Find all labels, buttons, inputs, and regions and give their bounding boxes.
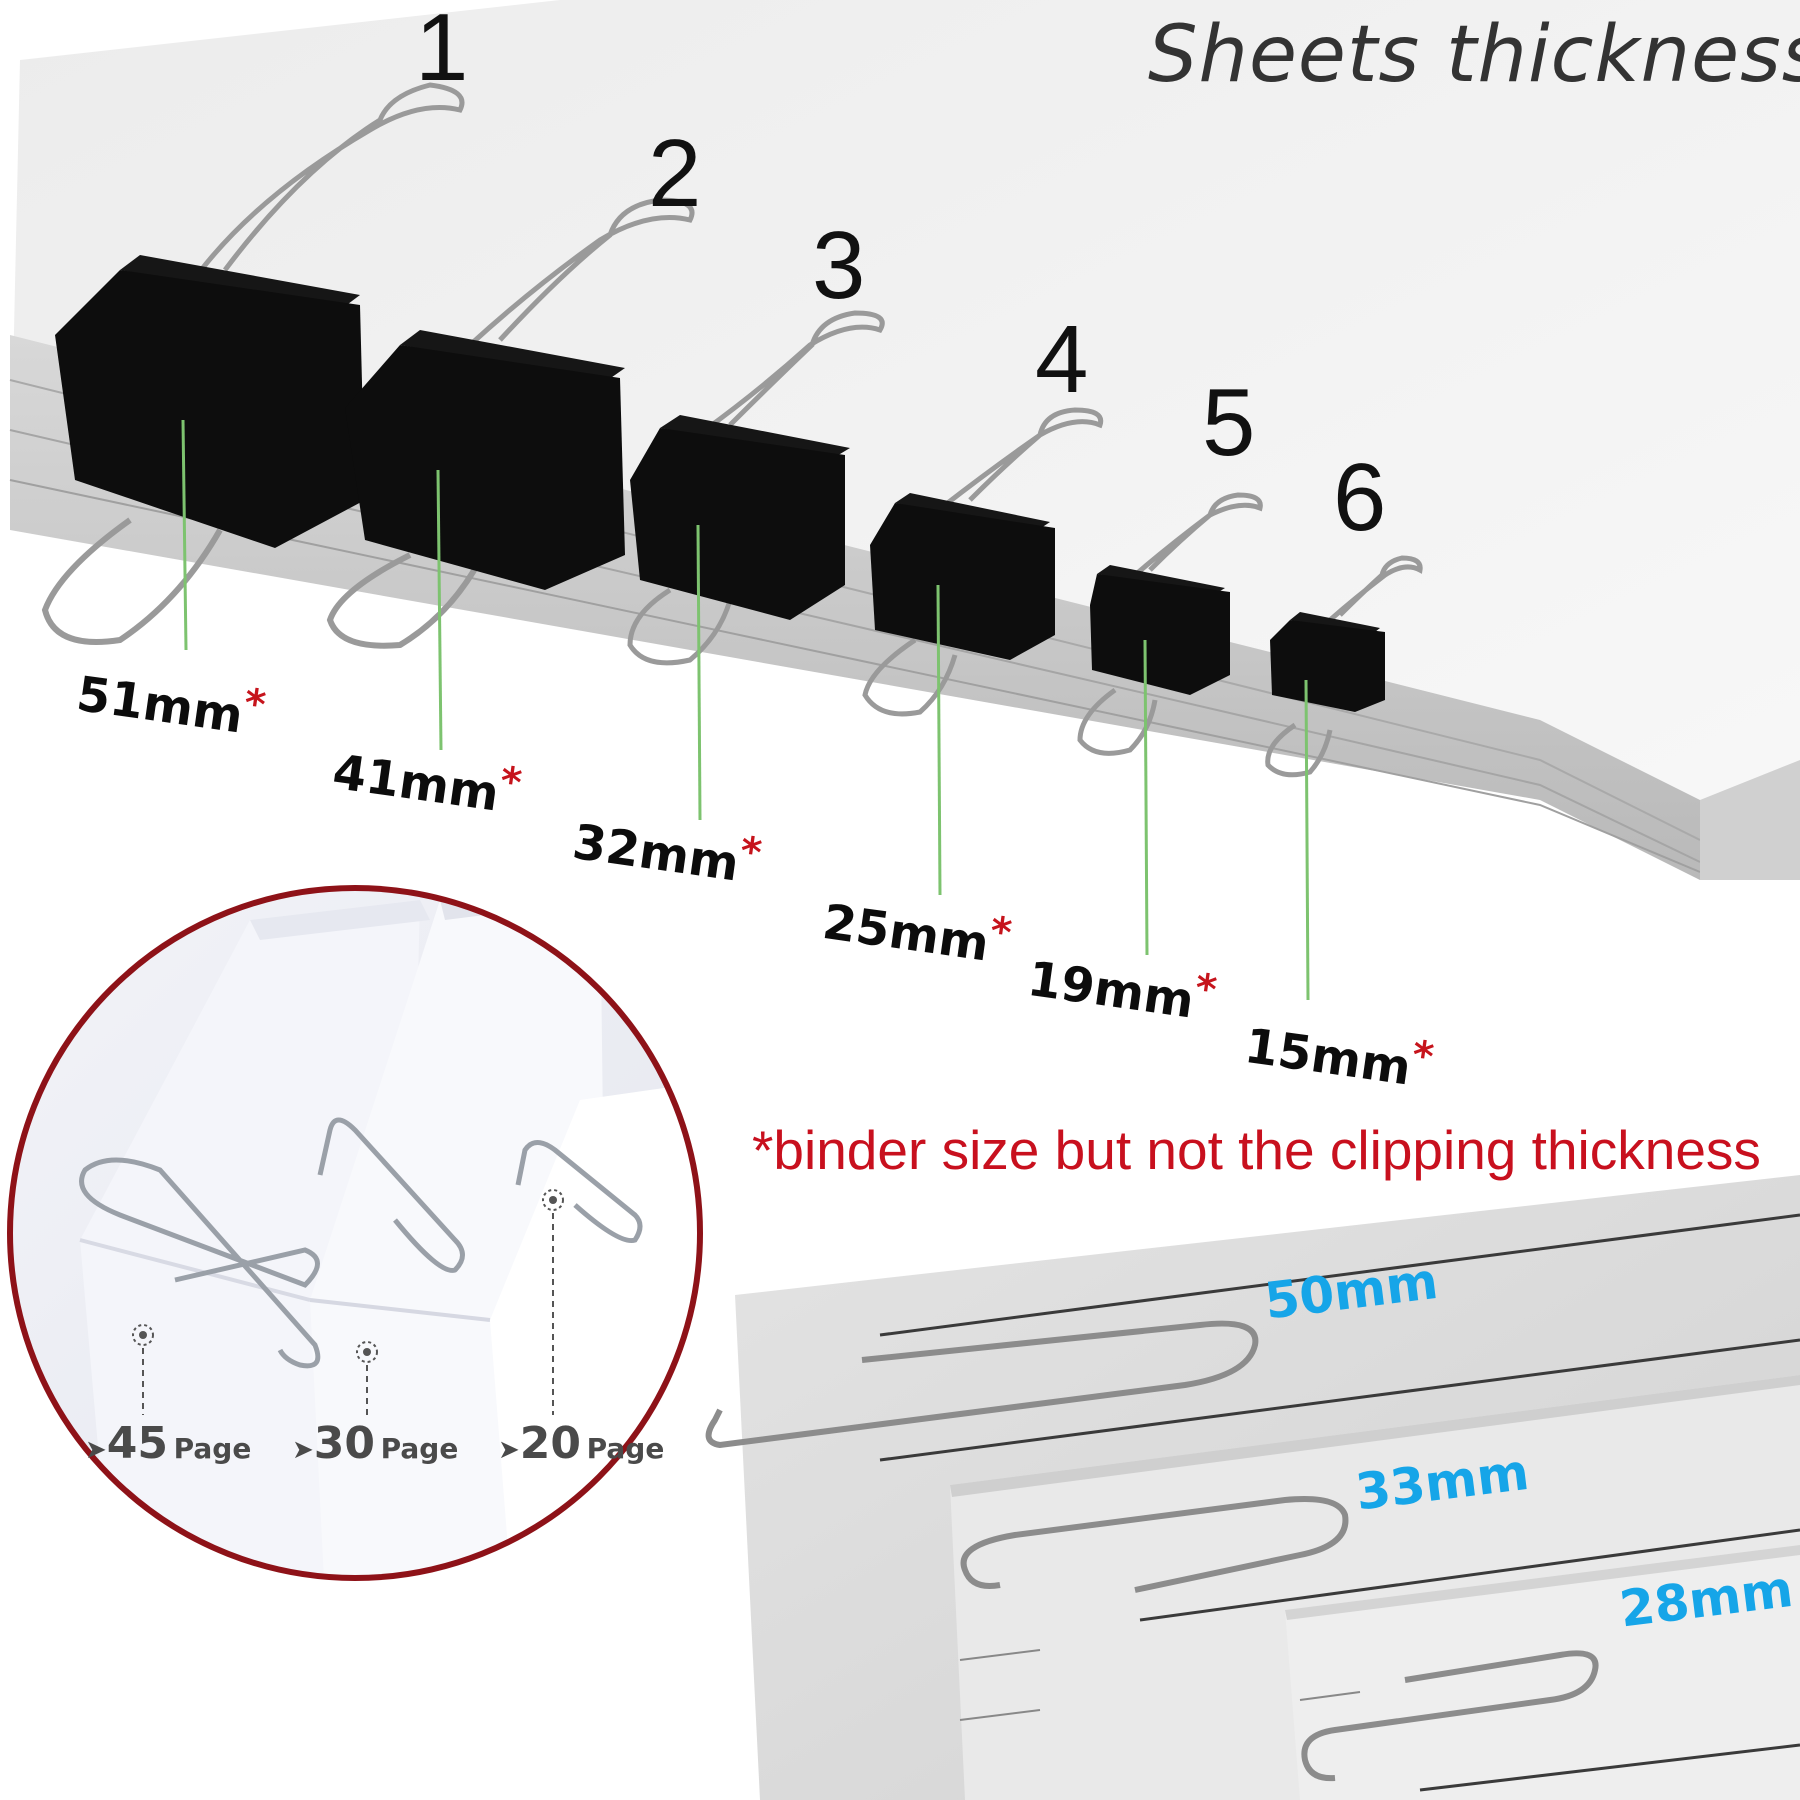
guide-line-5 <box>1143 639 1149 956</box>
binder-clip-2 <box>326 197 695 649</box>
paperclip-lengths-panel <box>705 1175 1800 1800</box>
guide-line-2 <box>436 469 443 751</box>
binder-number-4: 4 <box>1035 306 1089 413</box>
binder-number-5: 5 <box>1202 369 1256 476</box>
paperclip-large <box>79 1157 321 1369</box>
binder-clip-1 <box>41 82 465 645</box>
page-capacity-label-2: ➤30 Page <box>292 1418 459 1469</box>
binder-clip-3 <box>627 310 885 666</box>
paperclip-small <box>515 1140 643 1244</box>
binder-clip-6 <box>1265 555 1423 778</box>
sheets-thickness-title: Sheets thickness <box>1148 10 1800 100</box>
page-capacity-inset <box>7 885 703 1581</box>
binder-clip-5 <box>1077 492 1263 756</box>
paperclip-50mm <box>705 1320 1259 1449</box>
guide-line-6 <box>1304 679 1310 1001</box>
binder-size-note: *binder size but not the clipping thickn… <box>752 1119 1761 1181</box>
page-capacity-label-3: ➤20 Page <box>498 1418 665 1469</box>
binder-number-2: 2 <box>648 120 702 227</box>
paperclip-28mm <box>1301 1650 1599 1782</box>
paperclip-medium <box>317 1117 465 1273</box>
size-guide-lines <box>181 419 1310 1001</box>
paperclip-33mm <box>960 1496 1349 1593</box>
guide-line-4 <box>936 584 942 896</box>
guide-line-1 <box>181 419 188 651</box>
binder-number-1: 1 <box>415 0 469 101</box>
binder-clip-4 <box>862 407 1104 717</box>
binder-number-6: 6 <box>1333 444 1387 551</box>
guide-line-3 <box>696 524 702 821</box>
page-capacity-label-1: ➤45 Page <box>85 1418 252 1469</box>
binder-number-3: 3 <box>812 212 866 319</box>
